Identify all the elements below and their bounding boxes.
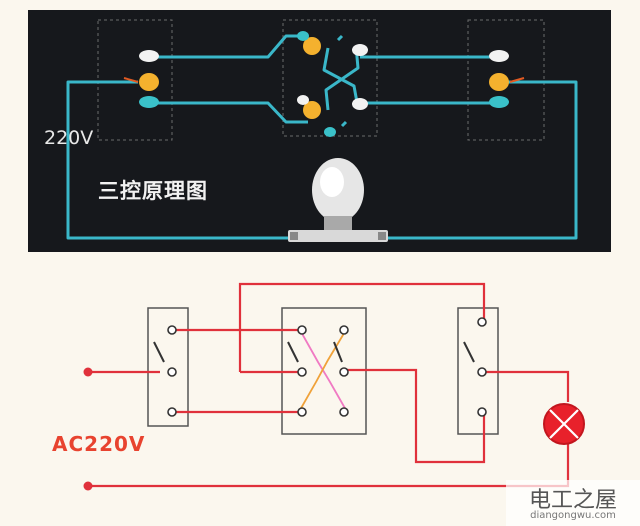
photo-wire-top-left xyxy=(152,34,308,59)
schematic-cross-pink xyxy=(299,329,347,411)
photo-diagram-title: 三控原理图 xyxy=(98,179,208,203)
photo-terminals xyxy=(139,31,509,137)
watermark-url: diangongwu.com xyxy=(530,510,616,521)
schematic-panel xyxy=(0,262,640,526)
schematic-wire-top-loop xyxy=(238,282,486,374)
schematic-wire-to-lamp xyxy=(486,370,570,402)
photo-wire-cross-a xyxy=(322,47,360,109)
photo-wire-stubs xyxy=(336,34,348,128)
schematic-wire-neutral xyxy=(90,442,570,488)
photo-voltage-label: 220V xyxy=(44,127,94,149)
schematic-cross-orange xyxy=(299,329,347,411)
photo-wire-left-loop xyxy=(66,80,293,240)
middle-switch-lever-b xyxy=(333,341,343,363)
schematic-voltage-label: AC220V xyxy=(52,432,146,456)
middle-switch-lever-a xyxy=(287,341,299,363)
lamp-icon xyxy=(543,403,585,445)
photo-wire-right-loop xyxy=(378,80,578,240)
right-switch-lever xyxy=(463,341,475,363)
schematic-terminals xyxy=(167,317,487,417)
neutral-input-dot xyxy=(83,481,93,491)
bulb-icon xyxy=(288,158,388,242)
photo-wiring-svg xyxy=(66,19,578,242)
schematic-left-switch xyxy=(147,307,189,427)
wiring-photo-panel: 220V 三控原理图 xyxy=(28,10,611,252)
watermark-name: 电工之屋 xyxy=(528,488,617,513)
schematic-wire-mid-right xyxy=(346,368,486,464)
live-input-dot xyxy=(83,367,93,377)
right-switch-box xyxy=(467,19,545,141)
schematic-svg xyxy=(83,282,585,491)
left-switch-lever xyxy=(153,341,165,363)
watermark: 电工之屋 diangongwu.com xyxy=(506,480,640,526)
photo-wire-cross-b xyxy=(324,45,360,111)
left-switch-box xyxy=(97,19,173,141)
photo-wire-bottom-left xyxy=(152,101,308,124)
middle-switch-box xyxy=(282,19,378,137)
